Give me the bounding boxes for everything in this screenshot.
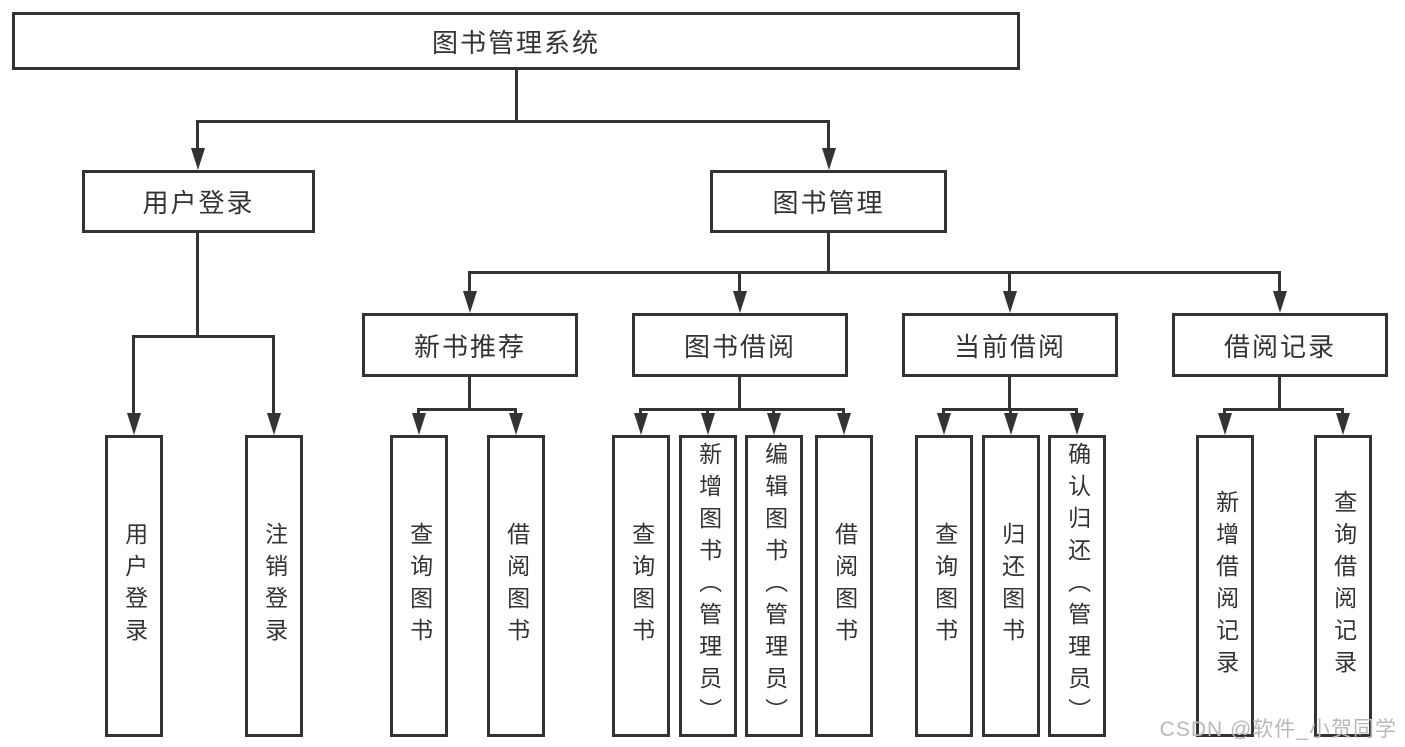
node-borrowing-records: 借阅记录 bbox=[1172, 313, 1388, 377]
connector-line bbox=[468, 377, 471, 410]
connector-line bbox=[942, 409, 945, 415]
arrow-head bbox=[267, 413, 281, 435]
arrow-head bbox=[463, 291, 477, 313]
connector-line bbox=[1341, 409, 1344, 415]
arrow-head bbox=[733, 291, 747, 313]
leaf-user-login: 用户登录 bbox=[105, 435, 163, 737]
connector-line bbox=[196, 233, 199, 337]
connector-line bbox=[1278, 377, 1281, 410]
leaf-current-query-books: 查询图书 bbox=[915, 435, 973, 737]
leaf-current-return-books: 归还图书 bbox=[982, 435, 1040, 737]
arrow-head bbox=[1003, 291, 1017, 313]
connector-line bbox=[515, 70, 518, 123]
connector-line bbox=[196, 120, 830, 123]
connector-line bbox=[1008, 377, 1011, 410]
arrow-head bbox=[634, 413, 648, 435]
node-current-borrowing: 当前借阅 bbox=[902, 313, 1118, 377]
leaf-borrow-add-books-admin: 新增图书（管理员） bbox=[679, 435, 737, 737]
node-new-book-recommendation: 新书推荐 bbox=[362, 313, 578, 377]
arrow-head bbox=[127, 413, 141, 435]
arrow-head bbox=[937, 413, 951, 435]
watermark: CSDN @软件_小贺同学 bbox=[1159, 718, 1397, 741]
arrow-head bbox=[412, 413, 426, 435]
arrow-head bbox=[767, 413, 781, 435]
node-user-login: 用户登录 bbox=[82, 170, 315, 233]
connector-line bbox=[842, 409, 845, 415]
node-book-borrowing: 图书借阅 bbox=[632, 313, 848, 377]
connector-line bbox=[827, 233, 830, 273]
connector-line bbox=[132, 336, 135, 414]
connector-line bbox=[417, 409, 420, 415]
arrow-head bbox=[1070, 413, 1084, 435]
connector-line bbox=[706, 409, 709, 415]
connector-line bbox=[468, 272, 471, 292]
arrow-head bbox=[1218, 413, 1232, 435]
leaf-current-confirm-return-admin: 确认归还（管理员） bbox=[1048, 435, 1106, 737]
connector-line bbox=[196, 121, 199, 149]
leaf-borrow-query-books: 查询图书 bbox=[612, 435, 670, 737]
connector-line bbox=[1278, 272, 1281, 292]
connector-line bbox=[1223, 409, 1226, 415]
arrow-head bbox=[837, 413, 851, 435]
connector-line bbox=[639, 408, 845, 411]
connector-line bbox=[639, 409, 642, 415]
leaf-records-add-record: 新增借阅记录 bbox=[1196, 435, 1254, 737]
arrow-head bbox=[1273, 291, 1287, 313]
leaf-recommend-query-books: 查询图书 bbox=[390, 435, 448, 737]
connector-line bbox=[738, 272, 741, 292]
connector-line bbox=[132, 335, 275, 338]
connector-line bbox=[1223, 408, 1344, 411]
connector-line bbox=[272, 336, 275, 414]
arrow-head bbox=[1336, 413, 1350, 435]
arrow-head bbox=[191, 148, 205, 170]
connector-line bbox=[1008, 272, 1011, 292]
connector-line bbox=[827, 121, 830, 149]
leaf-logout-login: 注销登录 bbox=[245, 435, 303, 737]
leaf-borrow-borrow-books: 借阅图书 bbox=[815, 435, 873, 737]
leaf-borrow-edit-books-admin: 编辑图书（管理员） bbox=[745, 435, 803, 737]
arrow-head bbox=[822, 148, 836, 170]
connector-line bbox=[1009, 409, 1012, 415]
connector-line bbox=[468, 271, 1281, 274]
node-library-system: 图书管理系统 bbox=[12, 12, 1020, 70]
node-book-management: 图书管理 bbox=[710, 170, 947, 233]
connector-line bbox=[417, 408, 517, 411]
arrow-head bbox=[1004, 413, 1018, 435]
connector-line bbox=[1075, 409, 1078, 415]
arrow-head bbox=[509, 413, 523, 435]
leaf-recommend-borrow-books: 借阅图书 bbox=[487, 435, 545, 737]
connector-line bbox=[772, 409, 775, 415]
leaf-records-query-record: 查询借阅记录 bbox=[1314, 435, 1372, 737]
connector-line bbox=[738, 377, 741, 410]
connector-line bbox=[514, 409, 517, 415]
arrow-head bbox=[701, 413, 715, 435]
